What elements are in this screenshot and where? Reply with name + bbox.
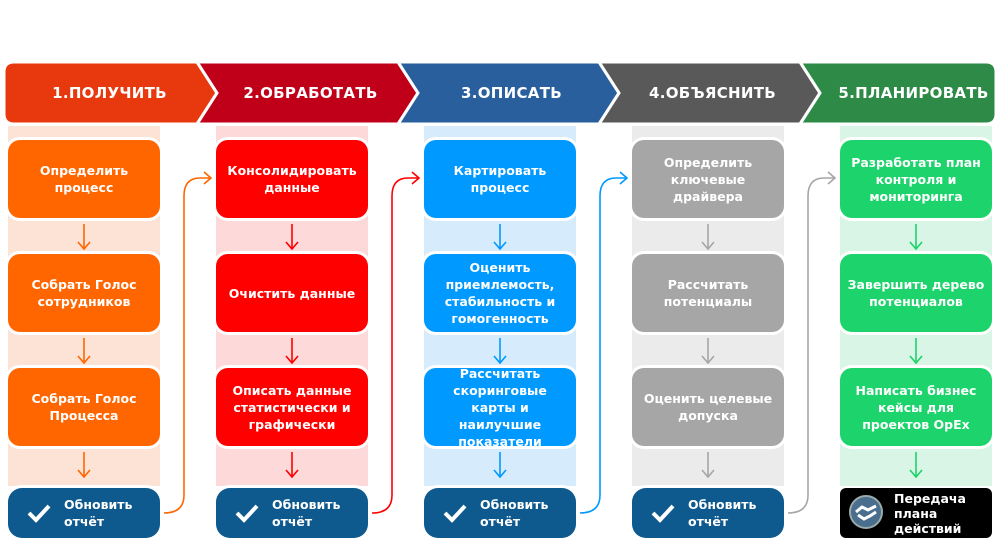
update-report-label: Обновить отчёт (272, 497, 341, 529)
checkmark-icon (230, 496, 264, 530)
update-report-button[interactable]: Обновить отчёт (216, 488, 368, 538)
step-label: Собрать Голос сотрудников (31, 277, 137, 309)
checkmark-icon (646, 496, 680, 530)
step-label: Написать бизнес кейсы для проектов OpEx (855, 382, 977, 432)
step-box[interactable]: Оценить целевые допуска (632, 368, 784, 446)
action-plan-handoff-label: Передача плана действий (894, 490, 966, 536)
stage-header-1: 1.ПОЛУЧИТЬ (52, 84, 167, 102)
step-box[interactable]: Описать данные статистически и графическ… (216, 368, 368, 446)
step-label: Оценить приемлемость, стабильность и гом… (444, 260, 556, 326)
step-box[interactable]: Оценить приемлемость, стабильность и гом… (424, 254, 576, 332)
action-plan-handoff-button[interactable]: Передача плана действий (840, 488, 992, 538)
stage-header-3: 3.ОПИСАТЬ (461, 84, 562, 102)
stage-header-2: 2.ОБРАБОТАТЬ (243, 84, 378, 102)
step-label: Рассчитать потенциалы (663, 277, 753, 309)
update-report-label: Обновить отчёт (480, 497, 549, 529)
step-label: Определить ключевые драйвера (663, 154, 753, 204)
step-box[interactable]: Собрать Голос Процесса (8, 368, 160, 446)
update-report-button[interactable]: Обновить отчёт (424, 488, 576, 538)
step-box[interactable]: Картировать процесс (424, 140, 576, 218)
step-box[interactable]: Собрать Голос сотрудников (8, 254, 160, 332)
step-box[interactable]: Разработать план контроля и мониторинга (840, 140, 992, 218)
stage-chevron (2, 60, 219, 126)
step-label: Собрать Голос Процесса (31, 391, 137, 423)
step-box[interactable]: Рассчитать потенциалы (632, 254, 784, 332)
step-box[interactable]: Рассчитать скоринговые карты и наилучшие… (424, 366, 576, 449)
step-label: Описать данные статистически и графическ… (232, 382, 352, 432)
step-label: Консолидировать данные (227, 163, 357, 195)
connector-arrow-icon (579, 171, 629, 514)
update-report-button[interactable]: Обновить отчёт (632, 488, 784, 538)
update-report-button[interactable]: Обновить отчёт (8, 488, 160, 538)
step-label: Рассчитать скоринговые карты и наилучшие… (453, 365, 547, 449)
step-box[interactable]: Очистить данные (216, 254, 368, 332)
stage-header-5: 5.ПЛАНИРОВАТЬ (838, 84, 989, 102)
connector-arrow-icon (787, 171, 837, 514)
step-label: Завершить дерево потенциалов (847, 277, 985, 309)
step-label: Картировать процесс (453, 163, 547, 195)
header-chevrons (2, 60, 998, 126)
checkmark-icon (22, 496, 56, 530)
step-label: Очистить данные (228, 285, 356, 301)
stage-header-4: 4.ОБЪЯСНИТЬ (648, 84, 777, 102)
step-box[interactable]: Определить ключевые драйвера (632, 140, 784, 218)
connector-arrow-icon (371, 171, 421, 514)
step-box[interactable]: Написать бизнес кейсы для проектов OpEx (840, 368, 992, 446)
step-box[interactable]: Консолидировать данные (216, 140, 368, 218)
stage-chevron (797, 60, 998, 126)
connector-arrow-icon (163, 171, 213, 514)
step-box[interactable]: Завершить дерево потенциалов (840, 254, 992, 332)
step-box[interactable]: Определить процесс (8, 140, 160, 218)
step-label: Разработать план контроля и мониторинга (851, 154, 981, 204)
update-report-label: Обновить отчёт (688, 497, 757, 529)
checkmark-icon (438, 496, 472, 530)
handshake-icon (848, 494, 884, 533)
step-label: Оценить целевые допуска (643, 391, 773, 423)
update-report-label: Обновить отчёт (64, 497, 133, 529)
step-label: Определить процесс (39, 163, 129, 195)
